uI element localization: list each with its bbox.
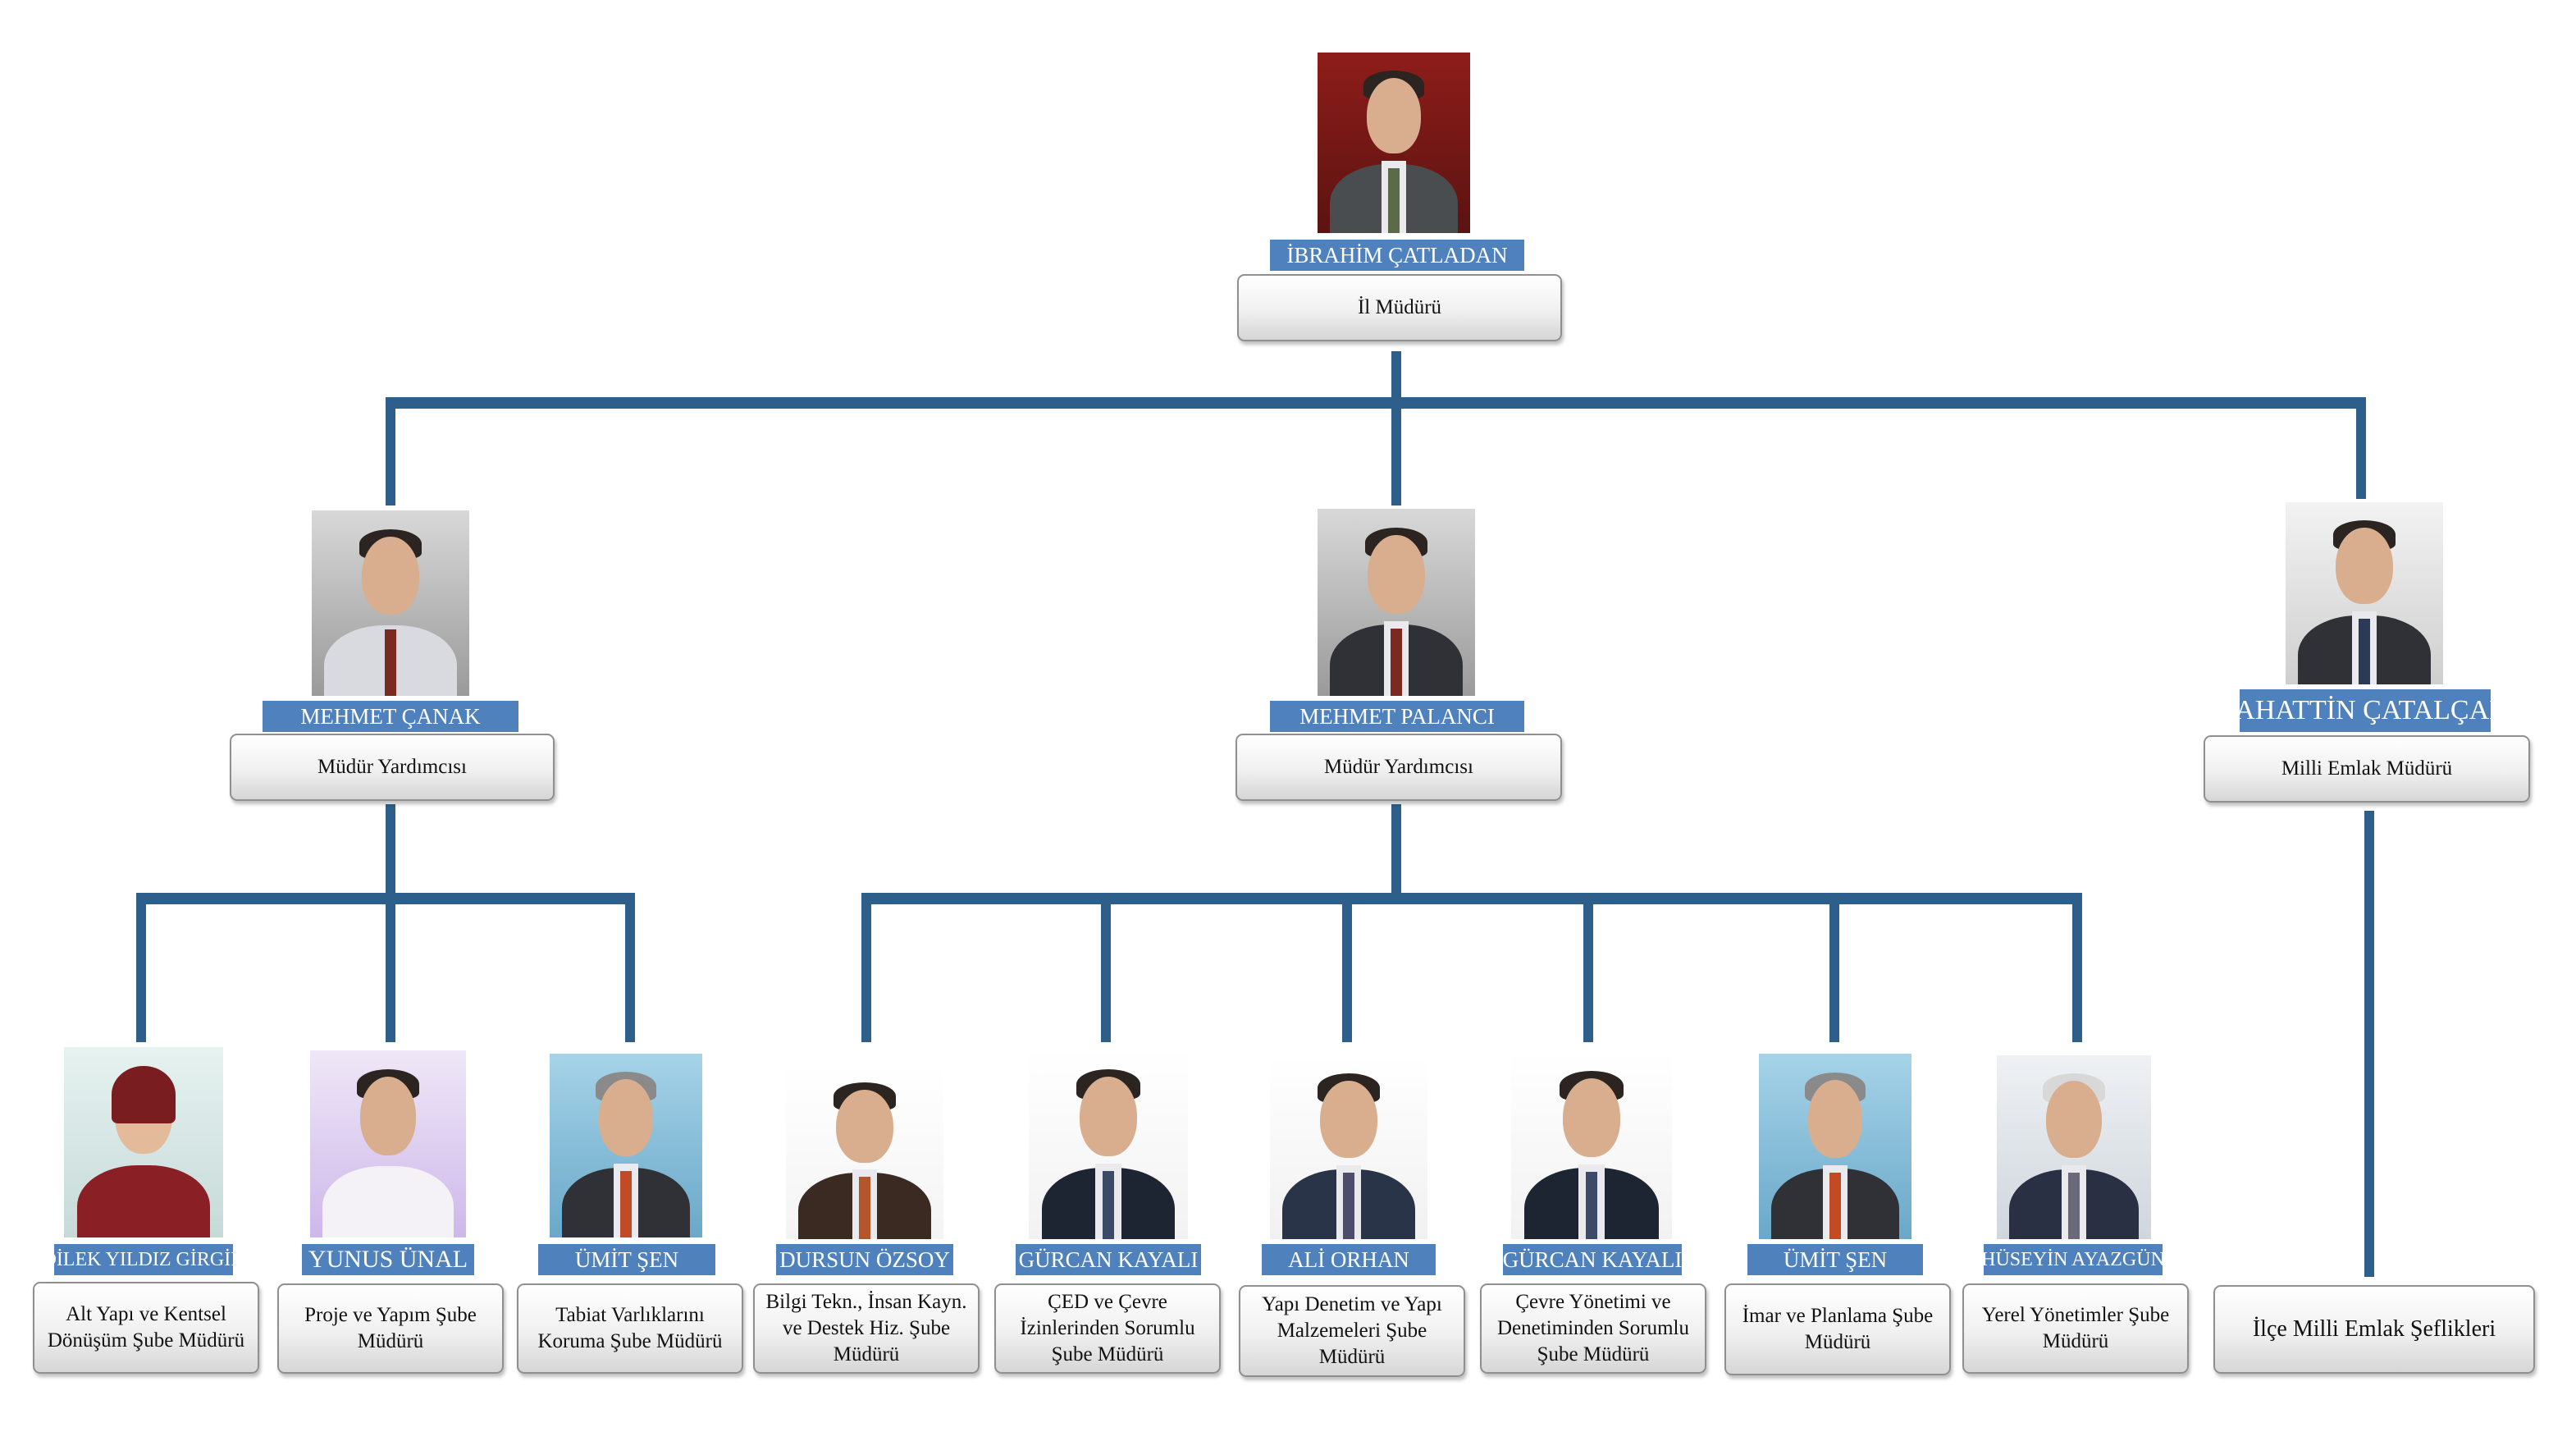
role-box: Çevre Yönetimi ve Denetiminden Sorumlu Ş… [1480,1283,1706,1374]
connector-line [386,804,395,894]
connector-line [2356,397,2366,499]
name-label: ÜMİT ŞEN [537,1242,717,1277]
role-text: Yerel Yönetimler Şube Müdürü [1981,1304,2170,1352]
portrait-photo [312,510,469,696]
portrait-photo [1511,1052,1672,1239]
role-text: İl Müdürü [1357,296,1442,318]
role-box: Tabiat Varlıklarını Koruma Şube Müdürü [517,1283,743,1374]
connector-line [2364,811,2374,1277]
role-text: Tabiat Varlıklarını Koruma Şube Müdürü [537,1304,723,1352]
portrait-photo [786,1065,943,1239]
role-text: Yapı Denetim ve Yapı Malzemeleri Şube Mü… [1262,1293,1442,1368]
connector-line [386,397,2366,409]
role-box: Yerel Yönetimler Şube Müdürü [1962,1283,2189,1374]
connector-line [861,893,871,1042]
connector-line [386,893,395,1042]
portrait-photo [1318,53,1470,233]
role-text: ÇED ve Çevre İzinlerinden Sorumlu Şube M… [1020,1291,1195,1366]
name-label: GÜRCAN KAYALI [1501,1242,1683,1277]
role-box: Yapı Denetim ve Yapı Malzemeleri Şube Mü… [1239,1285,1465,1377]
portrait-photo [1759,1054,1911,1239]
milli-emlak-branch-box: İlçe Milli Emlak Şeflikleri [2213,1285,2535,1374]
role-text: Alt Yapı ve Kentsel Dönüşüm Şube Müdürü [47,1303,245,1352]
name-label: MEHMET PALANCI [1268,699,1526,734]
portrait-photo [310,1050,466,1237]
role-box: Milli Emlak Müdürü [2204,735,2530,803]
portrait-photo [550,1054,702,1237]
connector-line [2072,893,2082,1042]
role-box: Müdür Yardımcısı [230,734,555,801]
connector-line [1342,893,1352,1042]
portrait-photo [2286,502,2443,684]
role-text: Milli Emlak Müdürü [2281,757,2453,780]
role-text: İlçe Milli Emlak Şeflikleri [2252,1316,2496,1342]
name-label: MEHMET ÇANAK [261,699,520,734]
connector-line [1391,804,1401,894]
connector-line [1101,893,1111,1042]
name-label: ÜMİT ŞEN [1746,1242,1925,1277]
name-label: DURSUN ÖZSOY [774,1242,955,1277]
role-box: Müdür Yardımcısı [1235,734,1562,801]
name-label: GÜRCAN KAYALI [1014,1242,1203,1277]
connector-line [1829,893,1839,1042]
name-label: İBRAHİM ÇATLADAN [1268,238,1526,272]
portrait-photo [1997,1055,2151,1239]
portrait-photo [1318,509,1475,696]
role-box: İmar ve Planlama Şube Müdürü [1724,1283,1951,1375]
name-label: DİLEK YILDIZ GİRGİN [42,1242,245,1277]
role-box: ÇED ve Çevre İzinlerinden Sorumlu Şube M… [994,1283,1221,1374]
role-box: İl Müdürü [1237,274,1562,341]
role-text: Müdür Yardımcısı [1324,756,1473,778]
name-label: ALİ ORHAN [1260,1242,1437,1277]
name-label: HÜSEYİN AYAZGÜN [1981,1242,2165,1277]
connector-line [1583,893,1593,1042]
role-text: Müdür Yardımcısı [317,756,467,778]
role-box: Alt Yapı ve Kentsel Dönüşüm Şube Müdürü [33,1282,259,1374]
role-text: Proje ve Yapım Şube Müdürü [304,1304,477,1352]
portrait-photo [64,1047,223,1237]
connector-line [386,397,395,505]
connector-line [625,893,635,1042]
connector-line [136,893,146,1042]
connector-line [861,893,2082,904]
role-text: İmar ve Planlama Şube Müdürü [1742,1305,1934,1353]
name-label: BAHATTİN ÇATALÇAM [2217,688,2514,734]
role-box: Bilgi Tekn., İnsan Kayn. ve Destek Hiz. … [753,1283,980,1374]
role-text: Bilgi Tekn., İnsan Kayn. ve Destek Hiz. … [765,1291,967,1366]
connector-line [1391,351,1401,505]
role-box: Proje ve Yapım Şube Müdürü [277,1283,504,1374]
portrait-photo [1270,1055,1427,1239]
name-label: YUNUS ÜNAL [300,1242,476,1277]
portrait-photo [1029,1050,1188,1239]
role-text: Çevre Yönetimi ve Denetiminden Sorumlu Ş… [1497,1291,1689,1366]
